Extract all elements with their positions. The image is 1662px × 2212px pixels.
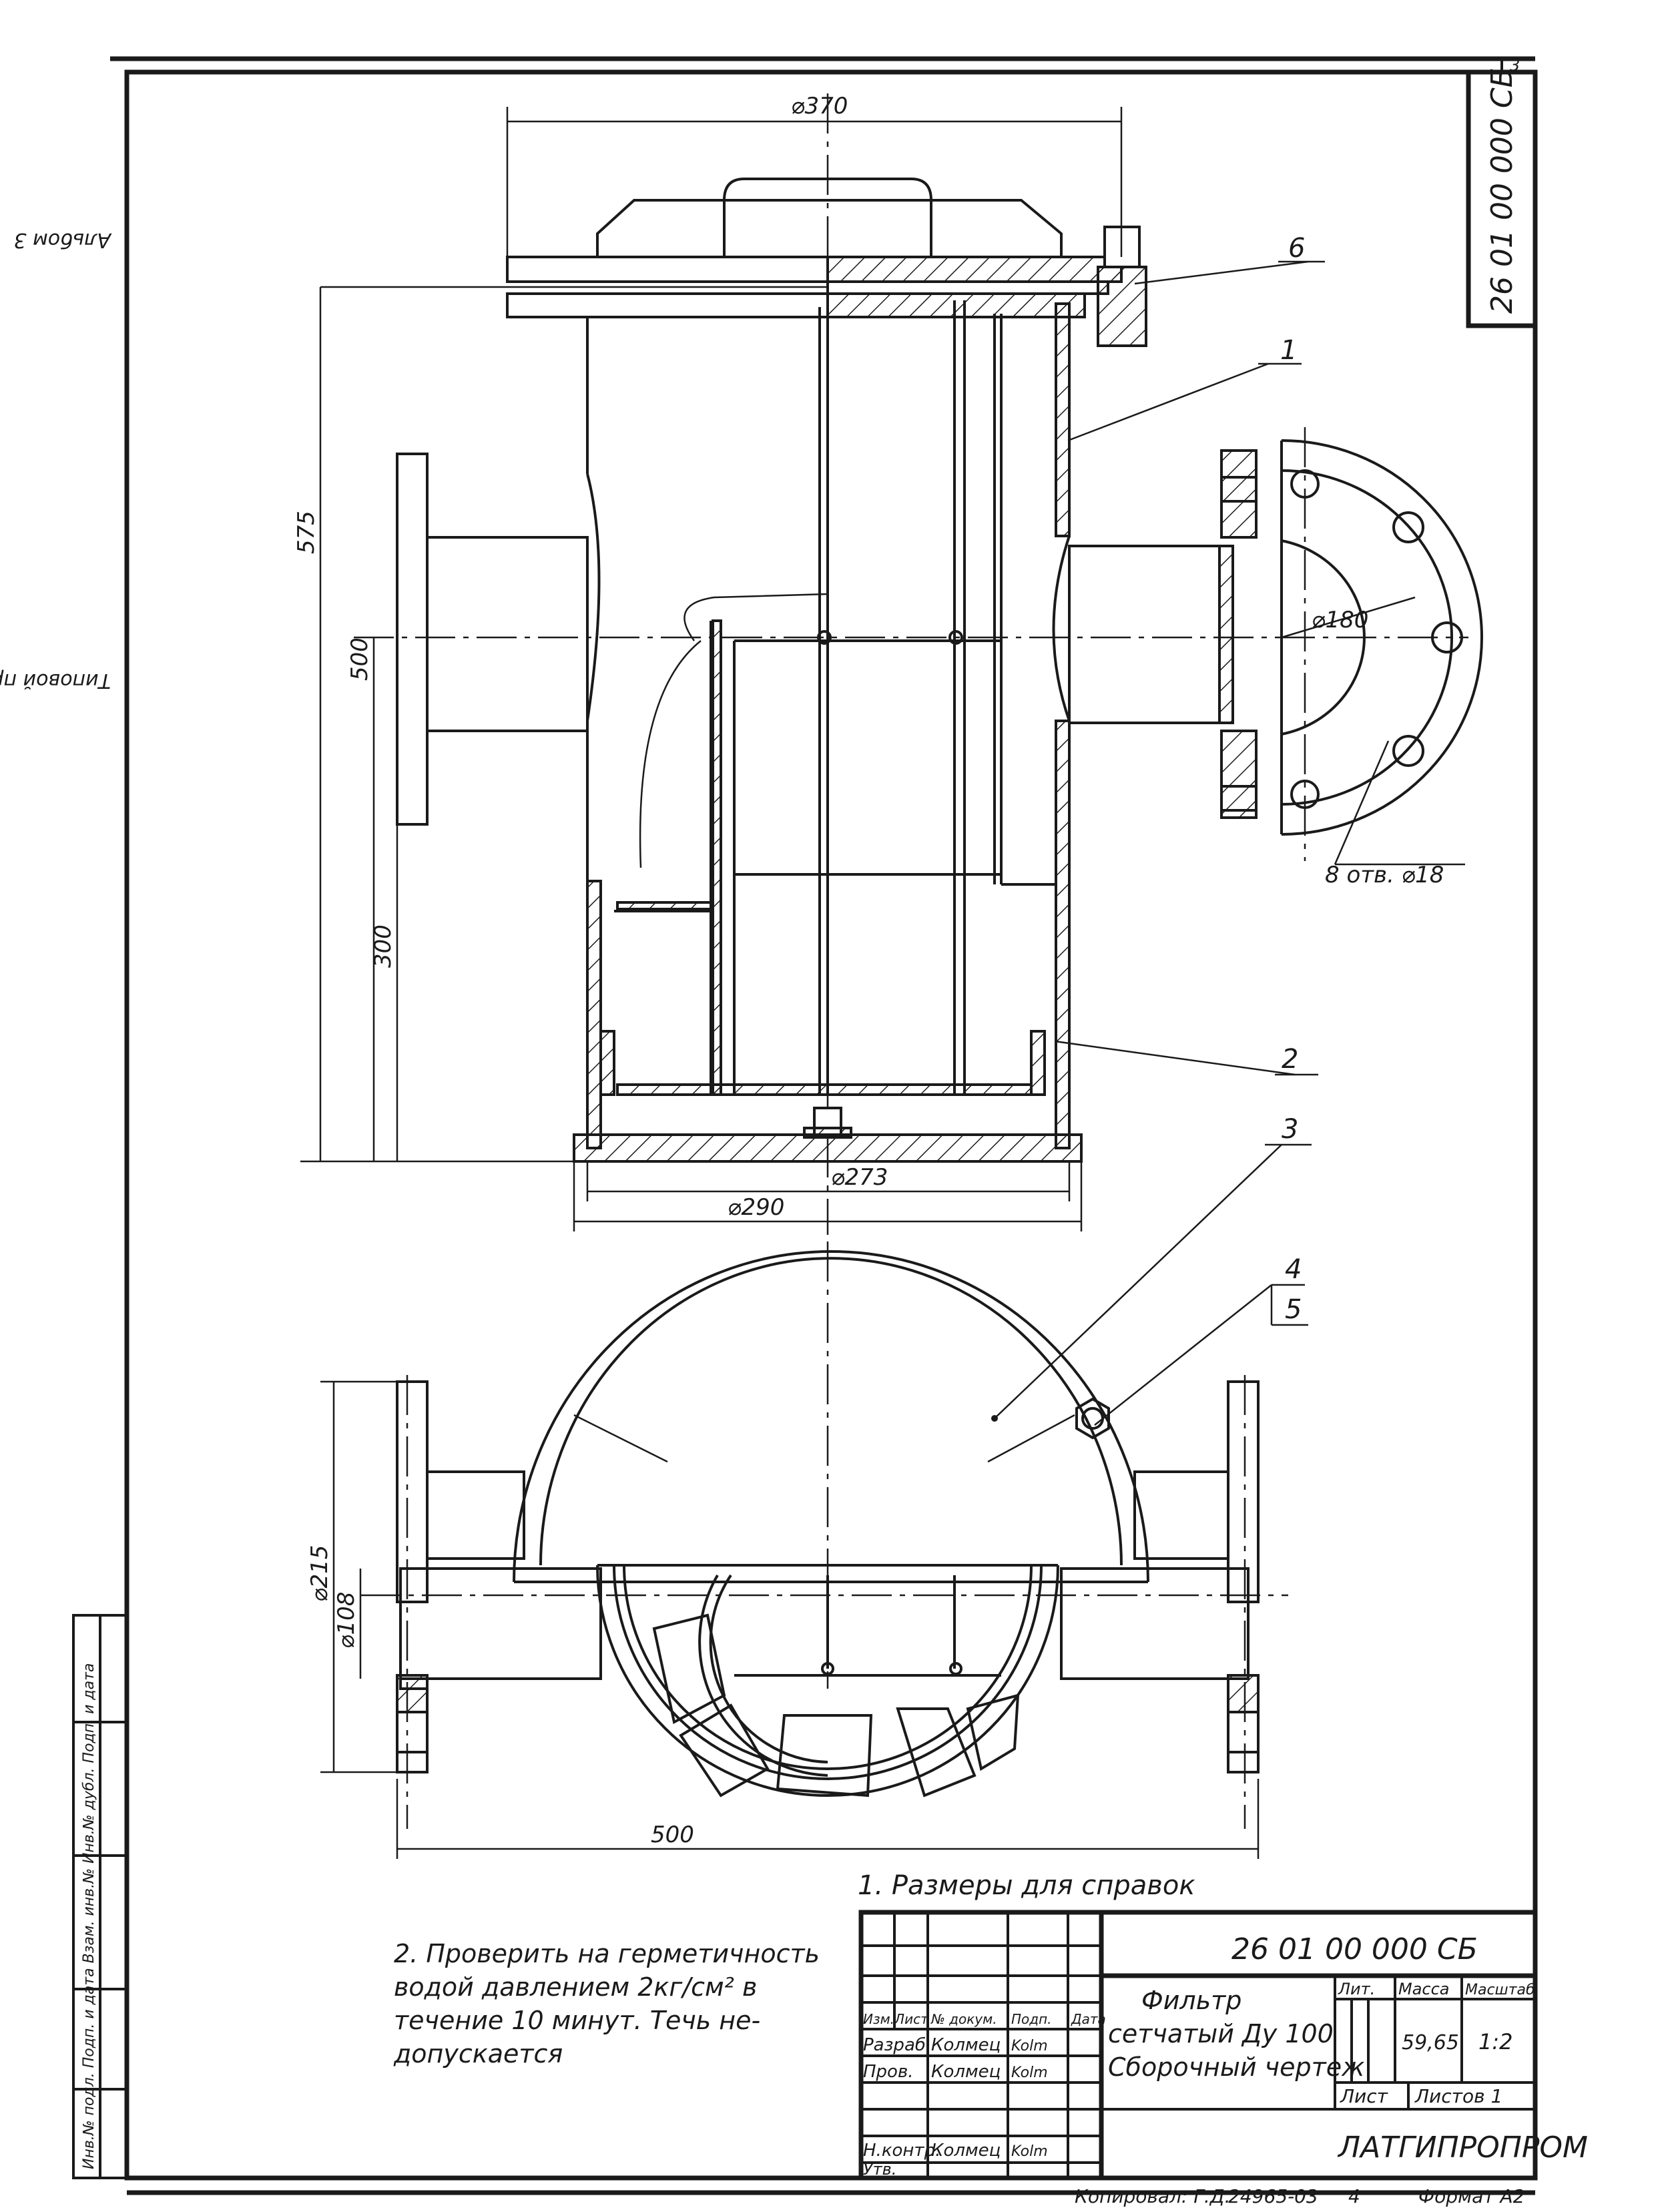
front-view-section (354, 93, 1483, 1235)
callout-4: 4 (1285, 1254, 1302, 1285)
side-stamp: Инв.№ подл. Подп. и дата Взам. инв.№ Инв… (0, 228, 128, 2179)
dim-d290: ⌀290 (728, 1194, 784, 1221)
project-number: Типовой проект 905-2-25/76 (0, 669, 111, 692)
role-row-1-role: Разраб. (863, 2035, 931, 2055)
callout-3: 3 (1282, 1114, 1298, 1145)
footer-number: 24965-03 (1228, 2185, 1318, 2207)
sheet-frame: 3 (110, 56, 1538, 2195)
role-row-4-sign: Kolm (1011, 2143, 1048, 2160)
footer-copied: Копировал: Г.Д. (1075, 2185, 1231, 2207)
footer: Копировал: Г.Д. 24965-03 4 Формат А2 (1075, 2185, 1525, 2207)
dim-d370: ⌀370 (791, 93, 848, 119)
role-row-0-sign: Подп. (1011, 2011, 1052, 2027)
title-code: 26 01 00 000 СБ (1231, 1932, 1478, 1966)
title-name-line-3: Сборочный чертеж (1108, 2052, 1364, 2082)
note-1: 1. Размеры для справок (858, 1870, 1195, 1901)
dim-d273: ⌀273 (831, 1164, 888, 1191)
note-2-line-4: допускается (393, 2039, 563, 2068)
sheet-label: Лист (1340, 2085, 1388, 2107)
dim-h575: 575 (293, 511, 320, 554)
callout-1: 1 (1280, 335, 1297, 366)
top-doc-code: 26 01 00 000 СБ (1485, 67, 1519, 314)
title-block: 26 01 00 000 СБ Фильтр сетчатый Ду 100 С… (858, 1910, 1588, 2181)
role-row-0-name: № докум. (930, 2011, 997, 2027)
dim-holes: 8 отв. ⌀18 (1325, 862, 1444, 888)
dim-h300: 300 (370, 924, 396, 968)
top-view-dimensions: ⌀215 ⌀108 500 (306, 1380, 1260, 1859)
dim-d215: ⌀215 (306, 1545, 333, 1602)
org-name: ЛАТГИПРОПРОМ (1337, 2131, 1588, 2165)
role-row-2-sign: Kolm (1011, 2064, 1048, 2081)
title-name-line-2: сетчатый Ду 100 (1108, 2019, 1334, 2048)
role-row-4-role: Н.контр. (863, 2141, 940, 2161)
scale-value: 1:2 (1478, 2029, 1513, 2054)
footer-format: Формат А2 (1418, 2185, 1525, 2207)
footer-page: 4 (1348, 2185, 1360, 2207)
role-row-0-date: Дата (1071, 2011, 1106, 2027)
role-row-4-name: Колмец (931, 2141, 1001, 2161)
note-2-line-2: водой давлением 2кг/см² в (394, 1972, 757, 2002)
role-row-2-role: Пров. (863, 2062, 914, 2082)
col-scale: Масштаб (1465, 1982, 1535, 1998)
dim-h500: 500 (346, 637, 373, 681)
top-view (360, 1241, 1288, 1829)
role-row-5-role: Утв. (863, 2160, 896, 2179)
callouts: 6 1 2 3 4 5 (991, 233, 1325, 1426)
album-label: Альбом 3 (14, 228, 113, 252)
callout-5: 5 (1285, 1294, 1302, 1325)
dim-d108: ⌀108 (333, 1592, 360, 1649)
callout-2: 2 (1282, 1044, 1298, 1075)
role-rows: Изм.Лист № докум. Подп. Дата Разраб. Кол… (863, 2011, 1106, 2179)
sheets-label: Листов 1 (1414, 2085, 1502, 2107)
dim-w500: 500 (651, 1822, 694, 1848)
role-row-2-name: Колмец (931, 2062, 1001, 2082)
note-2-line-1: 2. Проверить на герметичность (394, 1939, 820, 1968)
mass-value: 59,65 (1402, 2031, 1459, 2054)
role-row-0-role: Изм.Лист (863, 2011, 929, 2027)
title-name-line-1: Фильтр (1141, 1986, 1241, 2015)
role-row-1-sign: Kolm (1011, 2038, 1048, 2054)
top-code-box: 26 01 00 000 СБ (1466, 67, 1538, 328)
col-mass: Масса (1398, 1980, 1450, 1998)
note-2-line-3: течение 10 минут. Течь не- (394, 2006, 760, 2035)
side-stamp-grid-labels: Инв.№ подл. Подп. и дата Взам. инв.№ Инв… (81, 1663, 97, 2169)
front-view-dimensions: ⌀370 575 500 300 ⌀180 ⌀273 ⌀290 8 отв. ⌀… (293, 93, 1444, 1231)
col-lit: Лит. (1338, 1980, 1375, 1998)
role-row-1-name: Колмец (931, 2035, 1001, 2055)
notes: 1. Размеры для справок 2. Проверить на г… (393, 1870, 1195, 2068)
callout-6: 6 (1288, 233, 1305, 264)
dim-d180: ⌀180 (1312, 607, 1368, 633)
